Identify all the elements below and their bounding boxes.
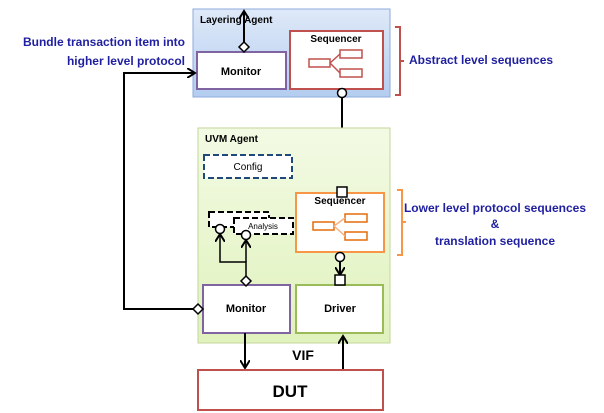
- dut-box: [197, 369, 384, 411]
- uvm-driver: [295, 284, 384, 334]
- lower-label-line3: translation sequence: [435, 234, 555, 248]
- layering-sequencer: [289, 30, 384, 90]
- bundle-label-line2: higher level protocol: [67, 54, 185, 68]
- sequence-items-icon: [308, 49, 363, 78]
- lower-label-line2: &: [491, 217, 500, 231]
- analysis-component-2: [233, 217, 294, 235]
- analysis-port-icon: [239, 274, 253, 288]
- seq-item-port-icon: [334, 274, 346, 286]
- uvm-agent-title: UVM Agent: [205, 134, 259, 145]
- layering-agent: Layering Agent Monitor Sequencer: [192, 8, 391, 98]
- lower-brace: [397, 189, 406, 256]
- analysis-label: Analysis: [248, 222, 278, 231]
- analysis-port-icon: [237, 40, 251, 54]
- uvm-monitor-label: Monitor: [226, 303, 267, 315]
- layering-agent-title: Layering Agent: [200, 15, 273, 26]
- lower-label-line1: Lower level protocol sequences: [404, 201, 586, 215]
- uvm-agent: UVM Agent Config Analysis Sequencer Moni…: [197, 127, 391, 344]
- layering-sequencer-label: Sequencer: [310, 34, 361, 45]
- analysis-port-icon: [191, 302, 205, 316]
- vif-label: VIF: [292, 347, 314, 363]
- analysis-imp-icon: [240, 229, 252, 241]
- abstract-brace: [395, 26, 404, 96]
- uvm-sequencer-label: Sequencer: [314, 196, 365, 207]
- sequence-items-icon: [312, 213, 368, 241]
- export-icon: [336, 87, 348, 99]
- layering-monitor: [196, 51, 287, 90]
- abstract-label: Abstract level sequences: [409, 53, 553, 67]
- layering-monitor-label: Monitor: [221, 66, 262, 78]
- seq-item-export-icon: [334, 251, 346, 263]
- dut-label: DUT: [273, 382, 309, 401]
- config-label: Config: [234, 162, 263, 173]
- bundle-label-line1: Bundle transaction item into: [23, 35, 185, 49]
- uvm-driver-label: Driver: [324, 303, 357, 315]
- analysis-imp-icon: [214, 223, 226, 235]
- seq-item-port-icon: [336, 186, 348, 198]
- config-box: [203, 154, 293, 179]
